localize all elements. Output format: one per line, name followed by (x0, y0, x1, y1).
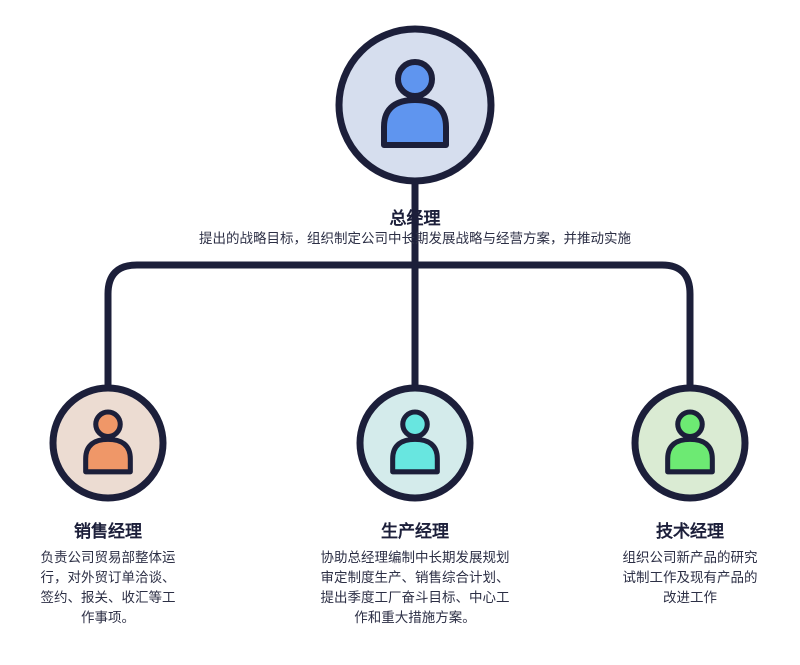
sales-description-line: 签约、报关、收汇等工 (40, 590, 176, 606)
sales-title: 销售经理 (74, 522, 142, 542)
production-title: 生产经理 (381, 522, 449, 542)
person-icon (665, 409, 715, 475)
production-description-line: 审定制度生产、销售综合计划、 (320, 570, 510, 586)
person-icon (390, 409, 440, 475)
production-description-line: 协助总经理编制中长期发展规划 (320, 550, 510, 566)
sales-description-line: 作事项。 (81, 610, 135, 626)
production-description-line: 提出季度工厂奋斗目标、中心工 (320, 590, 510, 606)
node-production (356, 384, 474, 502)
sales-description-line: 负责公司贸易部整体运 (40, 550, 176, 566)
production-description-line: 作和重大措施方案。 (354, 610, 476, 626)
ceo-description: 提出的战略目标，组织制定公司中长期发展战略与经营方案，并推动实施 (199, 229, 631, 249)
tech-description-line: 组织公司新产品的研究 (622, 550, 758, 566)
node-sales (49, 384, 167, 502)
production-description: 协助总经理编制中长期发展规划 审定制度生产、销售综合计划、 提出季度工厂奋斗目标… (321, 548, 510, 628)
person-icon (381, 59, 449, 148)
tech-description: 组织公司新产品的研究 试制工作及现有产品的 改进工作 (623, 548, 758, 608)
person-icon (83, 409, 133, 475)
ceo-title: 总经理 (389, 209, 441, 229)
tech-title: 技术经理 (656, 522, 724, 542)
connector-sales (104, 261, 419, 394)
tech-description-line: 改进工作 (663, 590, 717, 606)
node-tech (631, 384, 749, 502)
sales-description-line: 行，对外贸订单洽谈、 (40, 570, 176, 586)
tech-description-line: 试制工作及现有产品的 (622, 570, 758, 586)
node-ceo (335, 25, 495, 185)
connector-lines (104, 176, 694, 394)
connector-tech (411, 261, 694, 394)
sales-description: 负责公司贸易部整体运 行，对外贸订单洽谈、 签约、报关、收汇等工 作事项。 (41, 548, 176, 628)
ceo-description-line: 提出的战略目标，组织制定公司中长期发展战略与经营方案，并推动实施 (199, 231, 631, 247)
